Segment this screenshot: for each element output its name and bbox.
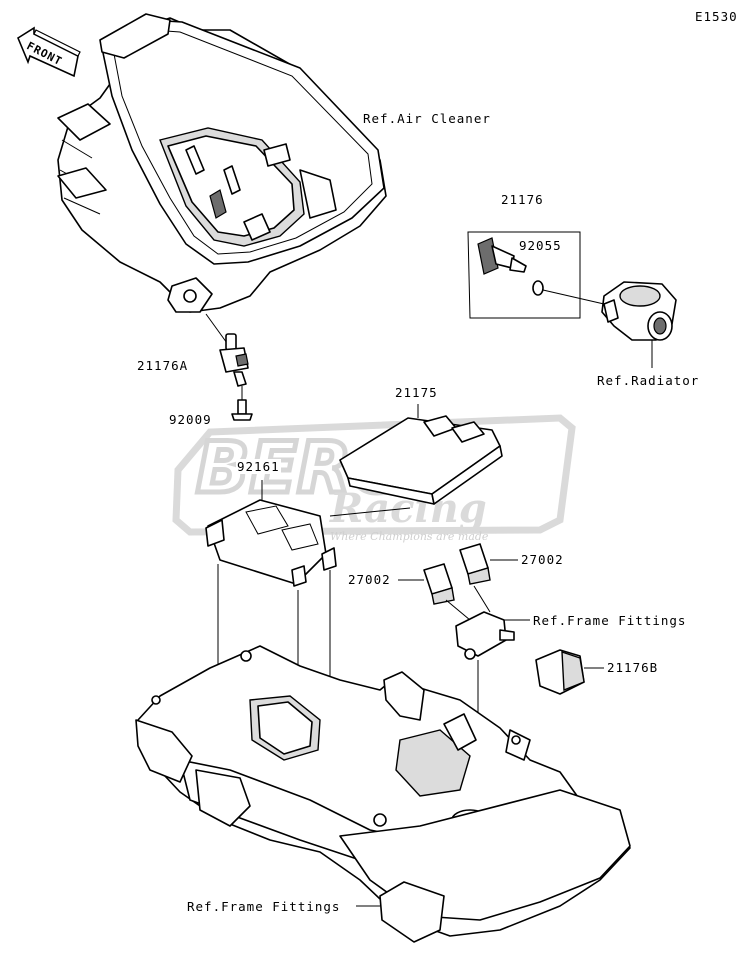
callout-ref-radiator: Ref.Radiator (596, 373, 701, 388)
relay-27002-left (398, 563, 491, 621)
relay-27002-right (459, 543, 518, 585)
callout-92055: 92055 (518, 238, 563, 253)
callout-92009: 92009 (168, 412, 213, 427)
callout-92161: 92161 (236, 459, 281, 474)
sensor-21176a (205, 313, 249, 387)
air-cleaner-housing (57, 13, 387, 313)
callout-21176: 21176 (500, 192, 545, 207)
sensor-kit-21176 (467, 231, 677, 368)
front-arrow-icon (17, 26, 81, 78)
callout-21176a: 21176A (136, 358, 190, 373)
lower-tray (135, 645, 631, 943)
callout-27002-right: 27002 (520, 552, 565, 567)
callout-21175: 21175 (394, 385, 439, 400)
diagram-code: E1530 (694, 9, 739, 24)
callout-21176b: 21176B (606, 660, 660, 675)
bracket-92161 (205, 480, 337, 760)
callout-ref-frame-fittings-lower: Ref.Frame Fittings (186, 899, 342, 914)
callout-ref-frame-fittings-upper: Ref.Frame Fittings (532, 613, 688, 628)
callout-ref-air-cleaner: Ref.Air Cleaner (362, 111, 492, 126)
relay-bracket (455, 611, 530, 820)
bolt-92009 (231, 386, 253, 421)
callout-27002-left: 27002 (347, 572, 392, 587)
ecu-21175 (329, 404, 503, 517)
sensor-21176b (535, 649, 604, 695)
watermark-tagline: Where Champions are made (330, 530, 489, 543)
